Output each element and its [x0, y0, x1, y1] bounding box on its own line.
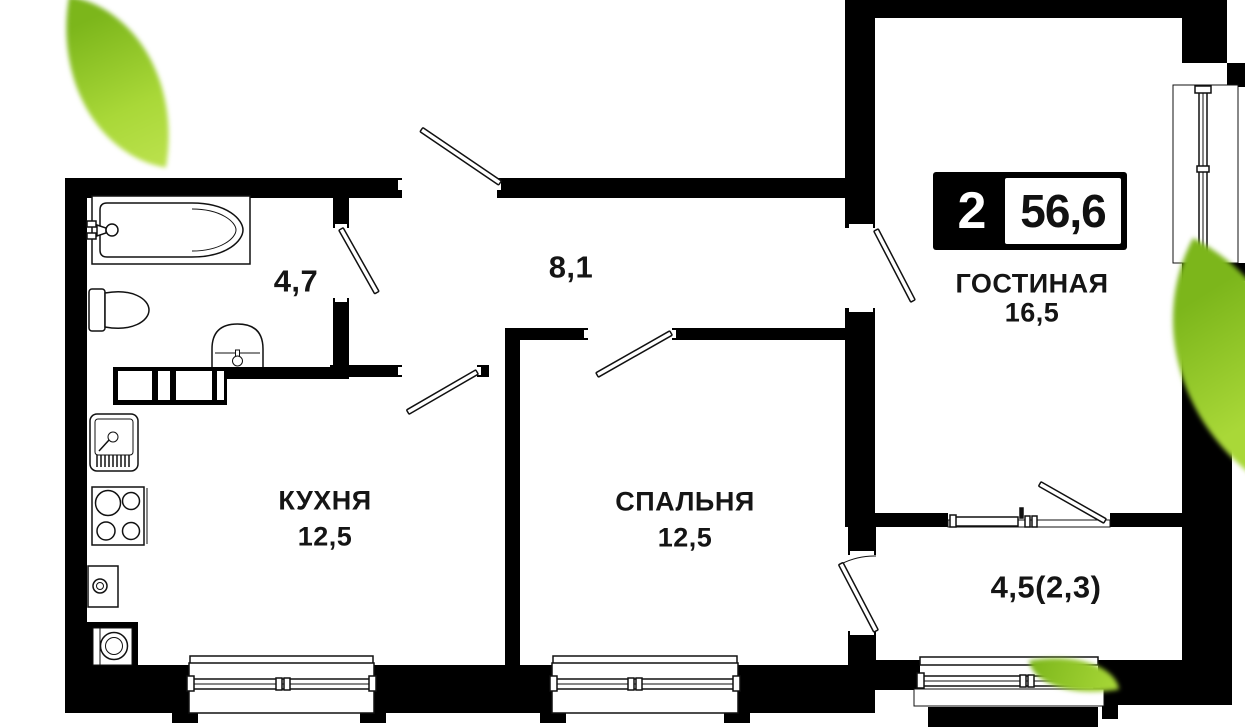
door-entry	[419, 127, 502, 186]
window-kitchen	[186, 655, 377, 714]
door-kitchen	[406, 369, 479, 415]
door-bedroom	[595, 330, 673, 378]
door-bedroom-balcony	[838, 555, 879, 633]
room-area-kitchen: 12,5	[297, 521, 353, 552]
vent-shaft-icon	[118, 371, 224, 400]
room-label-living: ГОСТИНАЯ	[955, 268, 1109, 299]
door-jamb-notches	[335, 180, 874, 635]
door-bathroom	[338, 227, 380, 295]
washing-machine-icon	[87, 622, 138, 668]
badge-area-box: 56,6	[1005, 178, 1121, 244]
room-area-living: 16,5	[1004, 297, 1060, 328]
window-balcony-divider	[947, 507, 1111, 528]
room-area-bathroom: 4,7	[273, 263, 319, 299]
room-area-hallway: 8,1	[548, 249, 594, 285]
window-bedroom	[549, 655, 741, 714]
door-balcony-living	[1038, 481, 1107, 524]
apartment-badge: 2 56,6	[933, 172, 1127, 250]
door-living	[873, 228, 916, 303]
room-area-balcony: 4,5(2,3)	[990, 569, 1102, 605]
stove-icon	[91, 486, 148, 546]
appliance-icon	[87, 565, 119, 608]
badge-rooms-count: 2	[957, 182, 987, 240]
toilet-icon	[88, 288, 150, 332]
badge-total-area: 56,6	[1020, 185, 1107, 237]
kitchen-sink-icon	[89, 413, 139, 472]
wash-basin-icon	[211, 323, 264, 367]
room-area-bedroom: 12,5	[657, 522, 713, 553]
window-living	[1172, 84, 1239, 264]
room-label-kitchen: КУХНЯ	[278, 485, 372, 516]
doors	[338, 127, 1107, 633]
room-label-bedroom: СПАЛЬНЯ	[615, 486, 755, 517]
bathtub-icon	[86, 195, 251, 265]
